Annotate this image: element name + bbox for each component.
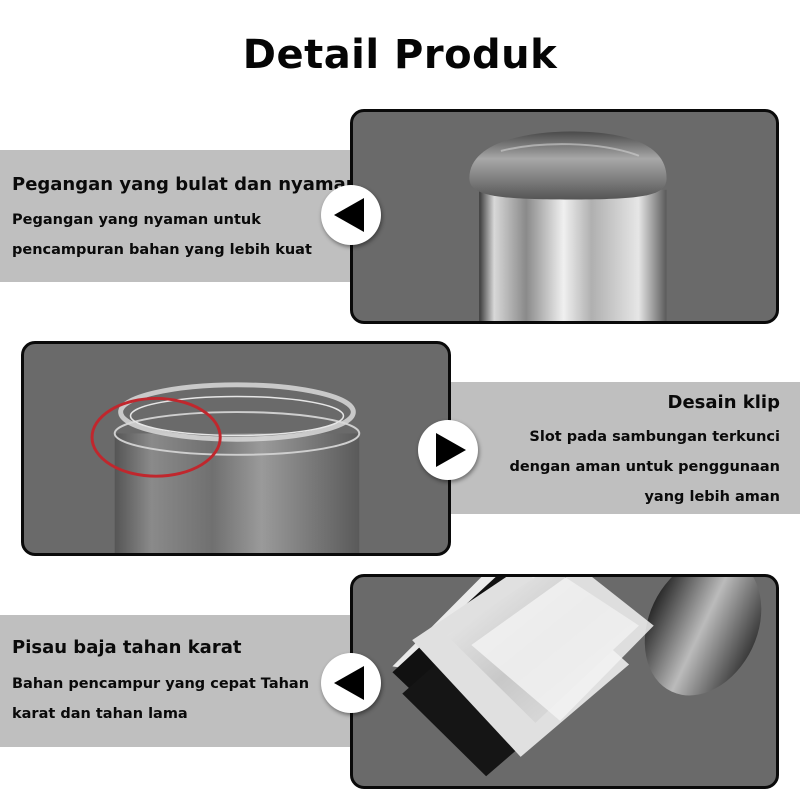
arrow-left-button[interactable] [321, 653, 381, 713]
feature-desc-line: yang lebih aman [644, 489, 780, 505]
feature-desc-line: pencampuran bahan yang lebih kuat [12, 242, 312, 258]
rounded-handle-photo [350, 109, 779, 324]
feature-desc-line: Pegangan yang nyaman untuk [12, 212, 261, 228]
feature-desc-line: dengan aman untuk penggunaan [509, 459, 780, 475]
feature-title: Pisau baja tahan karat [12, 637, 242, 658]
feature-desc-line: Bahan pencampur yang cepat Tahan [12, 676, 310, 692]
feature-desc-line: karat dan tahan lama [12, 706, 188, 722]
stainless-blade-photo [350, 574, 779, 789]
triangle-right-icon [436, 433, 466, 467]
feature-title: Pegangan yang bulat dan nyaman [12, 174, 359, 195]
feature-desc-line: Slot pada sambungan terkunci [529, 429, 780, 445]
feature-band-blade: Pisau baja tahan karat Bahan pencampur y… [0, 615, 360, 747]
feature-title: Desain klip [667, 392, 780, 413]
triangle-left-icon [334, 198, 364, 232]
triangle-left-icon [334, 666, 364, 700]
arrow-left-button[interactable] [321, 185, 381, 245]
feature-band-clip: Desain klip Slot pada sambungan terkunci… [440, 382, 800, 514]
feature-band-handle: Pegangan yang bulat dan nyaman Pegangan … [0, 150, 360, 282]
arrow-right-button[interactable] [418, 420, 478, 480]
page-title: Detail Produk [242, 32, 558, 78]
clip-joint-photo [21, 341, 451, 556]
